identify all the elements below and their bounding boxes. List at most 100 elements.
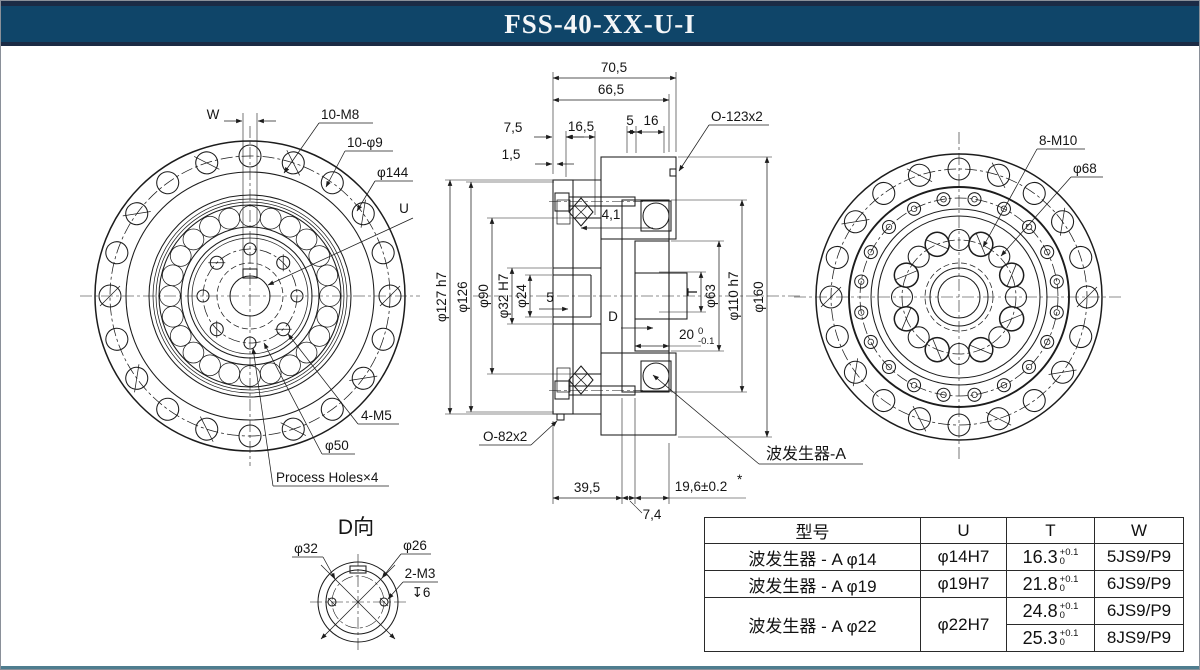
right-view-labels: 8-M10 φ68 [982, 133, 1103, 257]
dim-d127: φ127 h7 [434, 272, 449, 322]
section-dims-right: T φ63 φ110 h7 φ160 20 0 -0.1 [634, 156, 772, 438]
cell-u: φ19H7 [920, 570, 1007, 598]
left-view: W [80, 107, 420, 466]
wave-generator-hub [634, 272, 688, 320]
housing-top [600, 156, 677, 240]
section-dims-top: 70,5 66,5 7,5 1,5 16,5 5 16 O-123x2 [502, 60, 769, 215]
housing-bottom [600, 352, 677, 436]
drawing-title: FSS-40-XX-U-I [504, 8, 696, 39]
detail-label-d26: φ26 [403, 538, 427, 553]
label-u: U [399, 201, 409, 216]
label-d68: φ68 [1073, 161, 1097, 176]
detail-label-d32: φ32 [294, 541, 318, 556]
detail-label-depth: ↧6 [412, 585, 431, 600]
section-dims-left: φ127 h7 φ126 φ90 φ32 H7 φ24 5 4,1 D [434, 179, 654, 415]
label-8-m10: 8-M10 [1039, 133, 1077, 148]
detail-keyway [349, 565, 367, 574]
label-d50: φ50 [325, 438, 349, 453]
detail-label-2m3: 2-M3 [405, 566, 436, 581]
detail-view-d: D向 φ32 φ26 2-M3 ↧6 [292, 516, 438, 650]
m3-hole-left [327, 597, 337, 607]
dim-39-5: 39,5 [574, 480, 600, 495]
cell-model: 波发生器 - A φ22 [704, 597, 921, 652]
cell-u: φ14H7 [920, 543, 1007, 571]
label-o123: O-123x2 [711, 109, 763, 124]
dim-70-5: 70,5 [601, 60, 627, 75]
label-process-holes: Process Holes×4 [276, 470, 379, 485]
col-header-w: W [1094, 517, 1184, 544]
dim-19-6-star: * [737, 472, 743, 487]
cell-u: φ22H7 [920, 597, 1007, 652]
dim-66-5: 66,5 [598, 82, 624, 97]
dim-7-5: 7,5 [504, 120, 523, 135]
section-dims-bottom: 39,5 7,4 19,6±0.2 * O-82x2 波发生器-A [479, 374, 863, 522]
title-bar: FSS-40-XX-U-I [1, 1, 1199, 46]
table-header-row: 型号 U T W [704, 517, 1184, 544]
dim-d126: φ126 [455, 281, 470, 312]
dim-1-5: 1,5 [502, 147, 521, 162]
dim-t: T [685, 288, 700, 296]
detail-title: D向 [338, 516, 374, 539]
label-d144: φ144 [377, 165, 409, 180]
col-header-model: 型号 [704, 517, 921, 544]
dim-d24: φ24 [514, 284, 529, 308]
cell-w: 6JS9/P9 [1094, 597, 1184, 625]
col-header-u: U [920, 517, 1007, 544]
bolt-circle-68 [901, 239, 1017, 355]
bearing-outer-race [158, 204, 342, 388]
dim-d32: φ32 H7 [496, 274, 511, 319]
ball-bearing-race-top [640, 200, 672, 232]
dim-7-4: 7,4 [643, 507, 662, 522]
ball-top [642, 202, 670, 230]
cell-w: 5JS9/P9 [1094, 543, 1184, 571]
dim-16-5: 16,5 [568, 119, 594, 134]
dim-w: W [207, 107, 220, 122]
cell-w: 6JS9/P9 [1094, 570, 1184, 598]
dim-key5: 5 [546, 290, 554, 305]
bolt-circle-50 [202, 248, 298, 344]
cell-model: 波发生器 - A φ19 [704, 570, 921, 598]
outer-flange-circle [94, 140, 406, 452]
dim-5: 5 [626, 113, 634, 128]
label-wave-generator: 波发生器-A [766, 445, 846, 463]
m3-hole-right [379, 597, 389, 607]
dim-16: 16 [643, 113, 658, 128]
col-header-t: T [1006, 517, 1095, 544]
label-d-view: D [608, 309, 618, 324]
outer-circle [815, 153, 1103, 441]
label-10-m8: 10-M8 [321, 107, 359, 122]
dim-d63: φ63 [703, 284, 718, 308]
dim-d160: φ160 [751, 281, 766, 312]
center-bore [229, 275, 271, 317]
cell-w: 8JS9/P9 [1094, 624, 1184, 652]
dim-4-1: 4,1 [602, 207, 621, 222]
dim-d110: φ110 h7 [726, 271, 741, 320]
detail-outer-circle [317, 561, 399, 643]
section-view [473, 156, 801, 436]
o-ring-groove-bottom [556, 413, 565, 421]
label-o82: O-82x2 [483, 429, 527, 444]
cross-roller-bottom [568, 365, 594, 395]
dim-20-sup: 0 [698, 326, 703, 337]
right-view [794, 132, 1124, 462]
dim-d90: φ90 [476, 284, 491, 308]
label-10-d9: 10-φ9 [347, 135, 383, 150]
cell-model: 波发生器 - A φ14 [704, 543, 921, 571]
label-4-m5: 4-M5 [361, 408, 392, 423]
left-view-labels: 10-M8 10-φ9 φ144 U 4-M5 φ50 Process Hole… [251, 107, 414, 487]
o-ring-groove-top [669, 168, 677, 177]
dim-20-sub: -0.1 [698, 336, 714, 347]
ball-bottom [642, 362, 670, 390]
keyway [242, 268, 258, 279]
ball-bearing-race-bottom [640, 360, 672, 392]
center-bore [929, 267, 989, 327]
